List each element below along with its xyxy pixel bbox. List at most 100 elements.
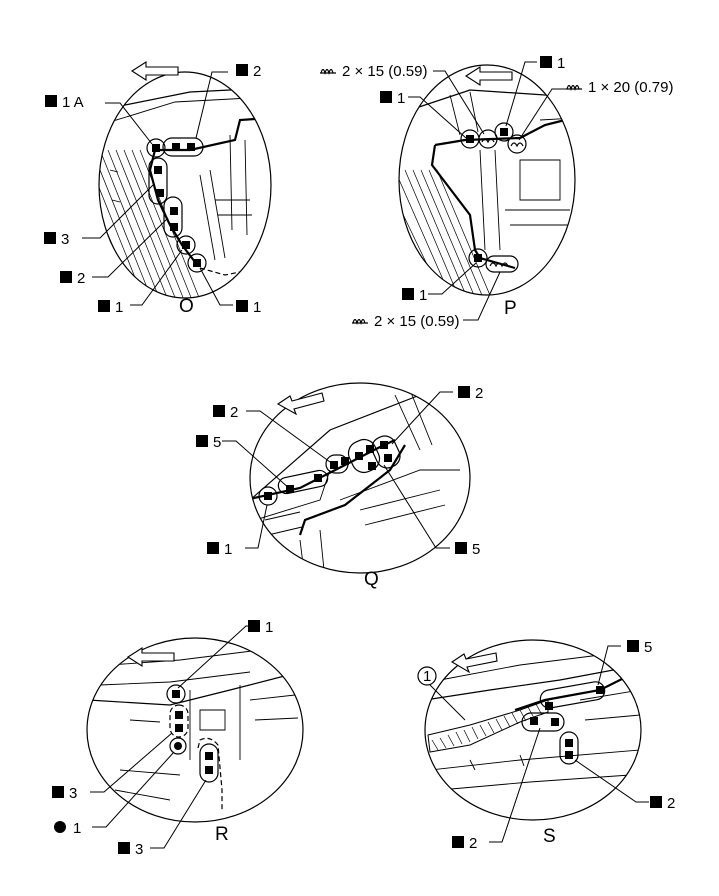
view-s-sealer-point xyxy=(545,702,553,710)
view-q-label-5-left: 5 xyxy=(213,434,221,451)
view-p-body-panel xyxy=(399,89,575,295)
view-q-marker-ring xyxy=(347,438,381,474)
view-p-bead-icon xyxy=(481,138,495,144)
view-r-detail-circle xyxy=(86,637,304,823)
view-r-sealer-point xyxy=(205,752,213,760)
view-o-sealer-point xyxy=(182,241,190,249)
view-p-marker-ring xyxy=(468,248,488,268)
view-q-label-5-right: 5 xyxy=(472,541,480,558)
view-q-sealer-point xyxy=(368,462,376,470)
view-s-sealer-point xyxy=(551,718,559,726)
view-r-title: R xyxy=(215,824,229,845)
view-q-marker-ring xyxy=(371,435,401,469)
view-r-label-1-circle: 1 xyxy=(73,820,81,837)
view-r-sealer-point xyxy=(175,724,183,732)
view-r-dashed-group xyxy=(169,704,189,738)
view-q-detail-circle xyxy=(249,382,471,574)
view-p-label-1-bottom: 1 xyxy=(419,287,427,304)
view-p-bead-symbol-icon xyxy=(566,84,582,92)
view-p-label-bead-top-left: 2 × 15 (0.59) xyxy=(342,63,427,80)
view-r-dashed-group xyxy=(197,737,223,810)
view-p-square-symbol-icon xyxy=(380,91,392,103)
view-s-sealer-point xyxy=(596,686,604,694)
view-o-marker-ring xyxy=(187,253,207,273)
view-r-direction-arrow-icon xyxy=(126,646,175,668)
view-q-label-2-left: 2 xyxy=(230,404,238,421)
view-p-sealer-point xyxy=(500,128,508,136)
view-p-sealer-point xyxy=(466,135,474,143)
view-p-label-bead-right: 1 × 20 (0.79) xyxy=(588,79,673,96)
view-s: 1 5 2 2 S xyxy=(417,639,675,852)
view-p-label-1-top: 1 xyxy=(557,55,565,72)
view-p: 2 × 15 (0.59) 1 1 1 × 20 (0.79) 1 2 × 15… xyxy=(320,55,673,330)
view-p-title: P xyxy=(504,298,517,319)
view-o-sealer-point xyxy=(156,189,164,197)
view-o: 1 A 2 3 2 1 1 O xyxy=(44,60,272,317)
view-q-label-1: 1 xyxy=(224,541,232,558)
view-q-direction-arrow-icon xyxy=(276,392,325,416)
view-o-square-symbol-icon xyxy=(236,300,248,312)
view-q-title: Q xyxy=(364,569,379,590)
view-r-label-1-top: 1 xyxy=(265,619,273,636)
view-p-marker-ring xyxy=(478,129,498,149)
view-p-bead-symbol-icon xyxy=(320,68,336,76)
view-s-square-symbol-icon xyxy=(650,796,662,808)
view-s-square-symbol-icon xyxy=(452,836,464,848)
view-o-marker-ring xyxy=(162,137,204,157)
view-o-sealer-point xyxy=(170,207,178,215)
view-o-square-symbol-icon xyxy=(236,64,248,76)
view-o-label-2-bottom: 2 xyxy=(77,270,85,287)
view-o-sealer-point xyxy=(170,223,178,231)
view-q-marker-ring xyxy=(277,469,329,495)
view-q-label-2-right: 2 xyxy=(475,385,483,402)
view-p-marker-ring xyxy=(485,255,519,273)
view-r-square-symbol-icon xyxy=(52,786,64,798)
view-s-title: S xyxy=(543,826,556,847)
view-s-callout-circle xyxy=(417,666,437,686)
view-p-square-symbol-icon xyxy=(540,56,552,68)
view-q: 2 5 2 1 5 Q xyxy=(196,382,483,590)
view-q-square-symbol-icon xyxy=(196,435,208,447)
view-o-square-symbol-icon xyxy=(45,95,57,107)
view-s-detail-circle xyxy=(424,639,642,821)
view-s-sealer-point xyxy=(530,717,538,725)
view-q-sealer-point xyxy=(380,441,388,449)
view-o-direction-arrow-icon xyxy=(130,60,179,82)
view-o-square-symbol-icon xyxy=(60,271,72,283)
view-s-label-5: 5 xyxy=(644,639,652,656)
view-p-marker-ring xyxy=(507,134,527,154)
view-s-label-2-bottom: 2 xyxy=(469,835,477,852)
view-r: 1 3 1 3 R xyxy=(52,619,304,858)
view-o-sealer-point xyxy=(172,143,180,151)
view-o-body-panel xyxy=(99,87,271,298)
view-o-marker-ring xyxy=(176,235,196,255)
view-p-bead-icon xyxy=(510,142,524,148)
view-o-square-symbol-icon xyxy=(44,232,56,244)
view-s-marker-ring xyxy=(521,712,565,732)
view-q-sealer-point xyxy=(330,461,338,469)
view-s-sealer-point xyxy=(565,739,573,747)
view-q-sealer-point xyxy=(341,457,349,465)
view-s-sealer-point xyxy=(565,751,573,759)
view-q-sealer-point xyxy=(314,474,322,482)
view-o-title: O xyxy=(179,296,194,317)
view-o-label-3: 3 xyxy=(61,231,69,248)
view-o-sealer-point xyxy=(152,144,160,152)
view-o-sealer-point xyxy=(187,143,195,151)
view-q-square-symbol-icon xyxy=(458,386,470,398)
view-r-marker-ring xyxy=(169,737,187,755)
view-r-sealer-point xyxy=(175,711,183,719)
view-q-square-symbol-icon xyxy=(455,542,467,554)
view-o-label-1-right: 1 xyxy=(253,299,261,316)
view-q-square-symbol-icon xyxy=(207,542,219,554)
view-s-body-panel xyxy=(425,654,641,791)
view-o-sealer-point xyxy=(154,166,162,174)
view-r-sealer-point xyxy=(205,766,213,774)
view-r-label-3-bottom: 3 xyxy=(135,841,143,858)
view-p-direction-arrow-icon xyxy=(464,65,513,87)
view-r-sealer-point xyxy=(172,690,180,698)
view-r-square-symbol-icon xyxy=(118,842,130,854)
view-r-marker-ring xyxy=(166,684,186,704)
view-o-marker-ring xyxy=(146,138,166,158)
